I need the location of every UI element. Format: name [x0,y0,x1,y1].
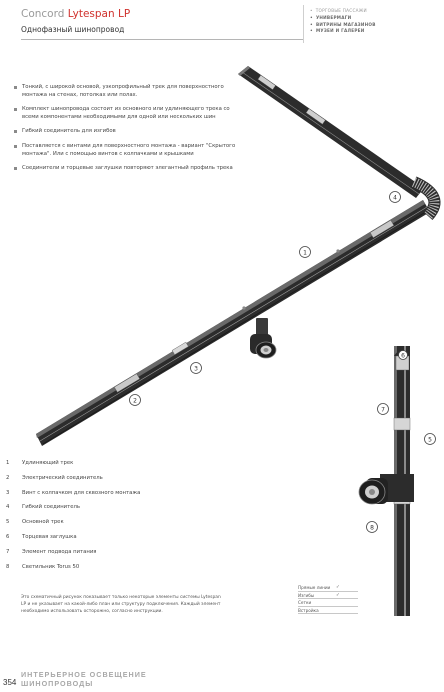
svg-text:6: 6 [401,353,405,360]
feature-item: Гибкий соединитель для изгибов [14,128,238,136]
callout-8: 8 [366,521,378,533]
footer-section: ШИНОПРОВОДЫ [21,679,94,688]
spotlight-torus-vertical [358,474,414,505]
feature-item: Поставляется с винтами для поверхностног… [14,143,238,158]
check-icon: ✓ [336,592,340,598]
page-subtitle: Однофазный шинопровод [21,25,125,34]
tag-item: УНИВЕРМАГИ [310,15,376,22]
footer-category: ИНТЕРЬЕРНОЕ ОСВЕЩЕНИЕ [21,670,147,679]
brand-title: Concord Lytespan LP [21,8,130,20]
tag-item: ТОРГОВЫЕ ПАССАЖИ [310,8,376,15]
page-number: 354 [3,678,17,687]
feature-text: Комплект шинопровода состоит из основног… [22,106,230,120]
callout-3: 3 [190,362,202,374]
bullet-icon [14,144,17,148]
svg-text:5: 5 [428,437,432,444]
feature-item: Соединители и торцевые заглушки повторяю… [14,165,238,173]
bullet-icon [14,86,17,89]
svg-text:3: 3 [194,366,198,373]
callout-5: 5 [424,433,436,445]
spec-row: Сетки [298,599,358,607]
feature-text: Поставляется с винтами для поверхностног… [22,142,236,157]
svg-text:1: 1 [303,250,307,257]
product-name: Lytespan LP [67,8,131,20]
check-icon: ✓ [336,585,340,590]
feature-item: Тонкий, с широкой основой, узкопрофильны… [14,84,238,99]
brand-name: Concord [21,8,65,20]
diagonal-track [36,200,430,446]
bullet-icon [14,167,17,171]
application-tags: ТОРГОВЫЕ ПАССАЖИ УНИВЕРМАГИ ВИТРИНЫ МАГА… [310,8,376,35]
callout-1: 1 [299,246,311,258]
svg-text:8: 8 [370,525,374,532]
feature-list: Тонкий, с широкой основой, узкопрофильны… [14,84,238,180]
header-vertical-divider [303,5,304,43]
tag-item: МУЗЕИ И ГАЛЕРЕИ [310,28,376,35]
spec-row: Встройка [298,607,358,615]
upper-track [238,66,424,198]
application-spec-table: Прямые линии✓ Изгибы✓ Сетки Встройка [298,584,358,615]
feature-text: Гибкий соединитель для изгибов [22,128,116,135]
spec-row: Изгибы✓ [298,592,358,600]
feature-item: Комплект шинопровода состоит из основног… [14,106,238,121]
svg-text:7: 7 [381,407,385,414]
svg-text:2: 2 [133,398,137,405]
flexible-bend [411,176,441,221]
disclaimer-note: Это схематичный рисунок показывает тольк… [21,595,221,614]
callout-6: 6 [398,350,408,360]
spotlight-torus-diagonal [250,318,277,359]
svg-text:4: 4 [393,195,397,202]
bullet-icon [14,130,17,134]
callout-7: 7 [377,403,389,415]
tag-item: ВИТРИНЫ МАГАЗИНОВ [310,22,376,29]
feature-text: Соединители и торцевые заглушки повторяю… [22,165,233,172]
callout-4: 4 [389,191,401,203]
header-divider [21,39,303,40]
track-connectors [114,219,395,393]
bullet-icon [14,108,17,112]
callout-2: 2 [129,394,141,406]
feature-text: Тонкий, с широкой основой, узкопрофильны… [22,84,224,98]
spec-row: Прямые линии✓ [298,584,358,592]
